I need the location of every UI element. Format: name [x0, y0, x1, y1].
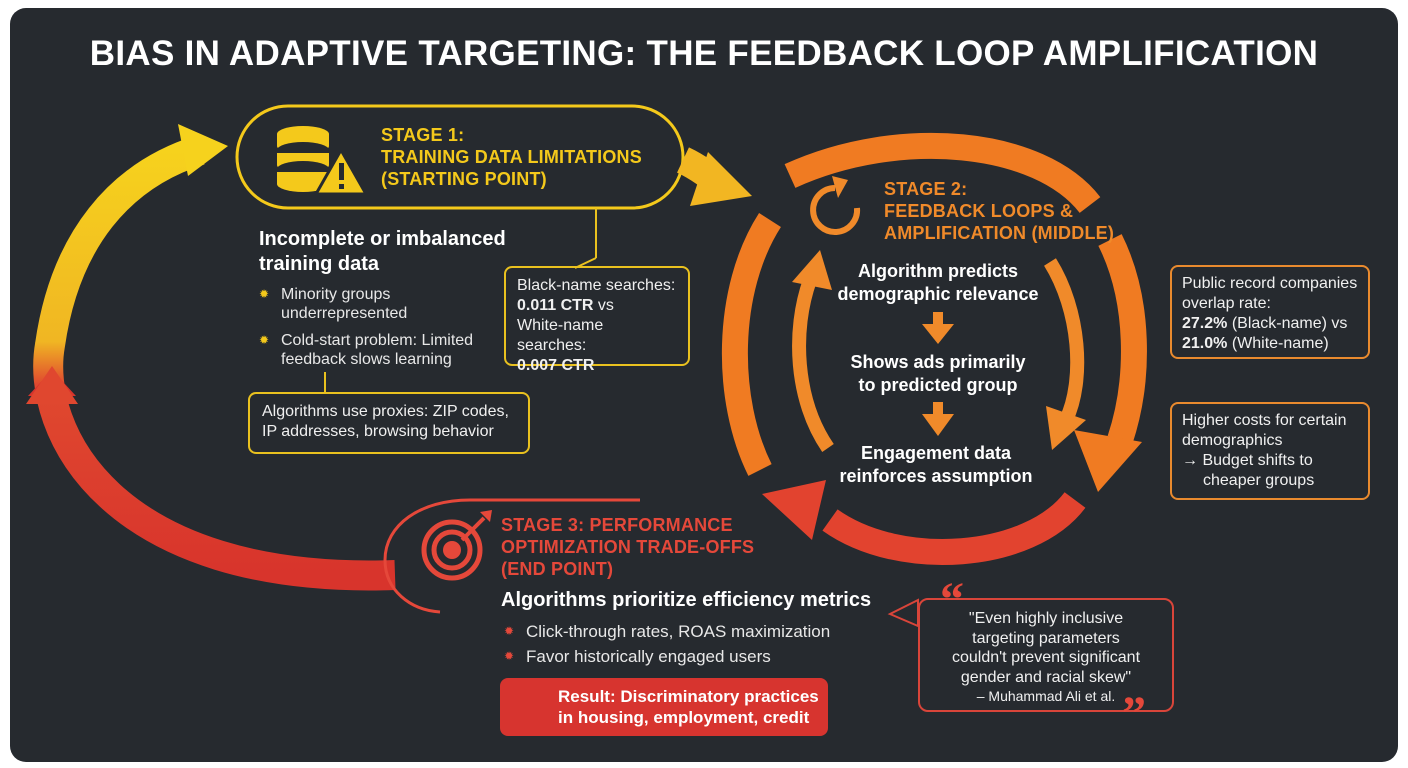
flow-step-3-line2: reinforces assumption: [839, 466, 1033, 486]
overlap-value-black: 27.2%: [1182, 315, 1228, 332]
flow-step-1: Algorithm predicts demographic relevance: [808, 260, 1068, 306]
quote-attribution: – Muhammad Ali et al.: [976, 688, 1116, 704]
bullet-text: feedback slows learning: [281, 351, 452, 368]
ctr-vs: vs: [593, 297, 614, 314]
bullet-icon: ✹: [504, 649, 515, 663]
quote-line4: gender and racial skew": [960, 668, 1132, 686]
quote-text: "Even highly inclusive targeting paramet…: [920, 609, 1172, 707]
quote-line1: "Even highly inclusive: [968, 610, 1124, 627]
stage1-heading-line2: training data: [259, 253, 380, 275]
stage1-header: STAGE 1: TRAINING DATA LIMITATIONS (STAR…: [381, 124, 681, 190]
list-item: ✹ Minority groups underrepresented: [259, 285, 499, 323]
public-record-line3: 27.2% (Black-name) vs: [1182, 314, 1358, 334]
bullet-text: underrepresented: [281, 305, 408, 322]
public-record-line4: 21.0% (White-name): [1182, 334, 1358, 354]
public-record-line2: overlap rate:: [1182, 295, 1271, 312]
flow-step-3: Engagement data reinforces assumption: [806, 442, 1066, 488]
stage1-to-stage2-arrowhead: [690, 152, 752, 206]
stage2-to-stage3-arrowhead: [762, 480, 826, 540]
stage1-label: STAGE 1:: [381, 125, 465, 145]
page-title: BIAS IN ADAPTIVE TARGETING: THE FEEDBACK…: [89, 34, 1319, 73]
stage3-label: STAGE 3: PERFORMANCE: [501, 515, 733, 535]
quote-line3: couldn't prevent significant: [951, 649, 1141, 666]
flow-step-2: Shows ads primarily to predicted group: [808, 351, 1068, 397]
quote-box: [918, 598, 1174, 712]
proxy-line1: Algorithms use proxies: ZIP codes,: [262, 403, 509, 420]
result-banner: Result: Discriminatory practices in hous…: [500, 678, 828, 736]
overlap-value-white: 21.0%: [1182, 335, 1228, 352]
database-warning-icon: [277, 126, 369, 196]
flow-down-arrow-2: [922, 402, 954, 436]
stage1-heading-line1: Incomplete or imbalanced: [259, 228, 506, 250]
stage3-bullets: ✹ Click-through rates, ROAS maximization…: [504, 619, 874, 669]
ctr-callout: Black-name searches: 0.011 CTR vs White-…: [504, 266, 690, 374]
result-text: Result: Discriminatory practices in hous…: [558, 686, 819, 728]
ctr-value-white: 0.007 CTR: [517, 357, 595, 374]
list-item: ✹ Favor historically engaged users: [504, 644, 874, 669]
overlap-label-black: (Black-name) vs: [1227, 315, 1348, 332]
result-line2: in housing, employment, credit: [558, 708, 810, 727]
stage3-heading: Algorithms prioritize efficiency metrics: [501, 589, 872, 611]
bullet-icon: ✹: [259, 333, 270, 347]
stage2-name: FEEDBACK LOOPS &: [884, 201, 1074, 221]
flow-step-2-line1: Shows ads primarily: [850, 352, 1026, 372]
stage2-label: STAGE 2:: [884, 179, 968, 199]
inner-right-arrow: [1044, 258, 1085, 423]
costs-callout: Higher costs for certain demographics → …: [1170, 402, 1370, 500]
bullet-text: Cold-start problem: Limited: [281, 332, 474, 349]
quote-line2: targeting parameters: [972, 629, 1120, 647]
bullet-text: Minority groups: [281, 286, 391, 303]
ctr-line2: 0.011 CTR vs: [517, 296, 677, 316]
costs-line2: demographics: [1182, 432, 1283, 449]
bullet-text: Favor historically engaged users: [526, 647, 771, 666]
inner-left-arrow: [792, 277, 834, 452]
list-item: ✹ Cold-start problem: Limited feedback s…: [259, 331, 499, 369]
stage2-header: STAGE 2: FEEDBACK LOOPS & AMPLIFICATION …: [884, 178, 1164, 244]
costs-line1: Higher costs for certain: [1182, 412, 1347, 429]
flow-step-1-line2: demographic relevance: [837, 284, 1039, 304]
list-item: ✹ Click-through rates, ROAS maximization: [504, 619, 874, 644]
stage3-pill: [383, 498, 640, 614]
result-line1: Result: Discriminatory practices: [558, 687, 819, 706]
ctr-value-black: 0.011 CTR: [517, 297, 594, 314]
stage3-header: STAGE 3: PERFORMANCE OPTIMIZATION TRADE-…: [501, 514, 801, 580]
flow-step-1-line1: Algorithm predicts: [857, 261, 1018, 281]
costs-line3: → Budget shifts to: [1182, 452, 1313, 469]
flow-step-2-line2: to predicted group: [858, 375, 1018, 395]
target-dollar-icon: [421, 510, 492, 581]
stage1-heading: Incomplete or imbalanced training data: [259, 227, 559, 277]
overlap-label-white: (White-name): [1227, 335, 1329, 352]
close-quote-icon: ”: [1122, 687, 1146, 740]
flow-step-3-line1: Engagement data: [860, 443, 1012, 463]
refresh-icon: [810, 176, 861, 235]
public-record-line1: Public record companies: [1182, 275, 1358, 292]
bullet-icon: ✹: [259, 287, 270, 301]
stage2-outer-loop: [784, 132, 1101, 214]
bullet-icon: ✹: [504, 624, 515, 638]
flow-down-arrow-1: [922, 312, 954, 344]
costs-line4: cheaper groups: [1203, 472, 1315, 489]
stage1-name: TRAINING DATA LIMITATIONS: [381, 147, 642, 167]
bullet-text: Click-through rates, ROAS maximization: [526, 622, 831, 641]
left-loop-arrowhead-top: [178, 124, 228, 176]
open-quote-icon: “: [940, 573, 964, 626]
ctr-line3: White-name searches:: [517, 317, 604, 354]
stage3-name: OPTIMIZATION TRADE-OFFS: [501, 537, 755, 557]
ctr-line1: Black-name searches:: [517, 277, 676, 294]
proxy-line2: IP addresses, browsing behavior: [262, 423, 494, 440]
stage1-bullets: ✹ Minority groups underrepresented ✹ Col…: [259, 285, 499, 369]
public-record-callout: Public record companies overlap rate: 27…: [1170, 265, 1370, 359]
proxy-callout: Algorithms use proxies: ZIP codes, IP ad…: [248, 392, 530, 454]
stage1-position: (STARTING POINT): [381, 169, 547, 189]
stage2-position: AMPLIFICATION (MIDDLE): [884, 223, 1115, 243]
stage3-position: (END POINT): [501, 559, 614, 579]
